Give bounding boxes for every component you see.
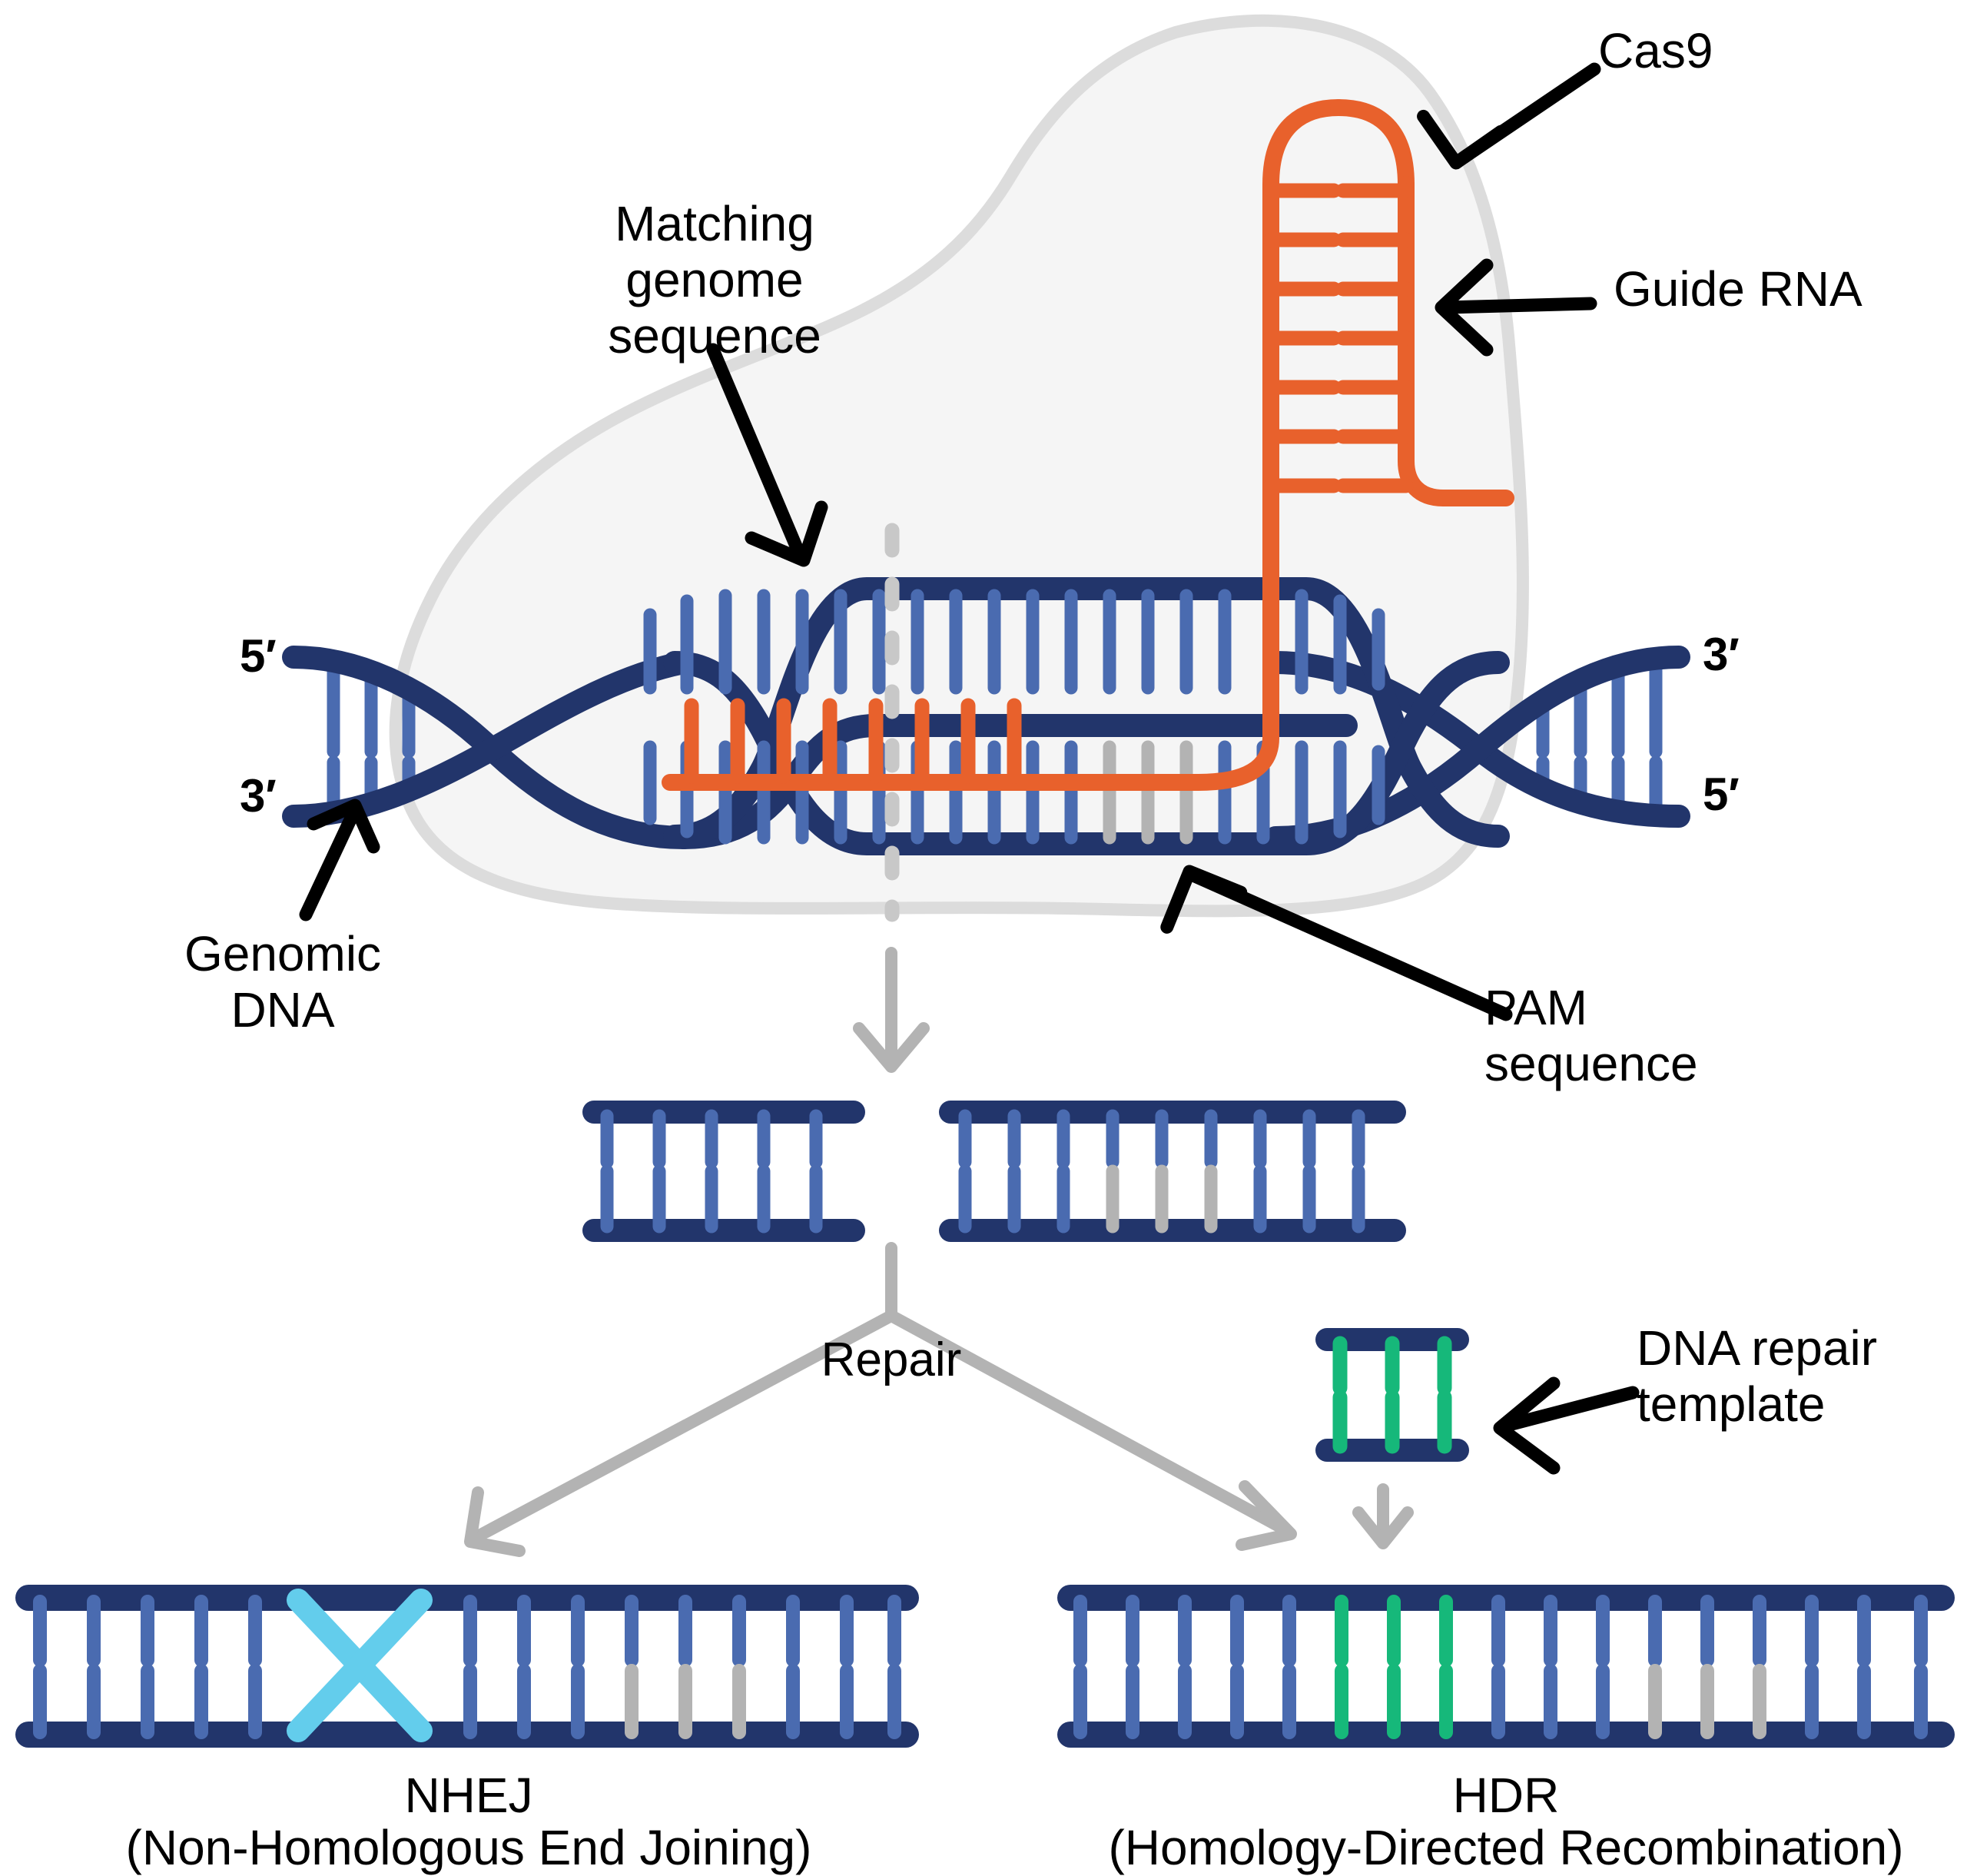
label-genomic-dna: Genomic DNA bbox=[184, 926, 382, 1038]
label-matching-genome-sequence: Matching genome sequence bbox=[608, 196, 821, 364]
flow-arrow-to-cleavage bbox=[853, 947, 930, 1073]
hdr-subtitle: (Homology-Directed Recombination) bbox=[1108, 1820, 1904, 1875]
label-pam-sequence: PAM sequence bbox=[1484, 980, 1698, 1091]
cas9-arrow bbox=[1417, 62, 1601, 170]
dna-repair-template-arrow bbox=[1493, 1376, 1640, 1475]
genomic-dna-arrow bbox=[299, 799, 380, 921]
label-dna-repair-template: DNA repair template bbox=[1637, 1320, 1877, 1432]
label-repair: Repair bbox=[821, 1333, 962, 1386]
annotation-arrows bbox=[299, 62, 1640, 1475]
cas9-protein-blob bbox=[389, 14, 1529, 918]
label-cas9: Cas9 bbox=[1598, 23, 1713, 78]
hdr-title: HDR bbox=[1452, 1768, 1560, 1823]
flow-arrows bbox=[464, 947, 1414, 1557]
flow-arrow-template-down bbox=[1352, 1483, 1414, 1549]
dna-repair-template bbox=[1315, 1328, 1469, 1462]
nhej-subtitle: (Non-Homologous End Joining) bbox=[125, 1820, 812, 1875]
guide-rna-arrow bbox=[1435, 258, 1597, 357]
hdr-dna-strand bbox=[1057, 1585, 1955, 1748]
cleaved-fragment-left bbox=[582, 1101, 865, 1242]
label-five-prime-left: 5′ bbox=[240, 630, 277, 682]
flow-arrow-to-nhej bbox=[464, 1310, 897, 1557]
label-three-prime-right: 3′ bbox=[1703, 629, 1740, 680]
hdr-inserted-template-rungs bbox=[1335, 1595, 1453, 1739]
pam-sequence-arrow bbox=[1160, 865, 1513, 1021]
label-guide-rna: Guide RNA bbox=[1614, 261, 1863, 317]
nhej-dna-strand bbox=[15, 1585, 919, 1748]
label-five-prime-right: 5′ bbox=[1703, 769, 1740, 820]
matching-genome-sequence-arrow bbox=[706, 343, 828, 567]
guide-rna bbox=[662, 99, 1514, 791]
nhej-mutation-x-marker bbox=[287, 1589, 433, 1742]
cleaved-fragment-right bbox=[939, 1101, 1406, 1242]
bubble-top-rungs bbox=[643, 589, 1385, 695]
label-three-prime-left: 3′ bbox=[240, 770, 277, 822]
pam-sequence-rungs bbox=[1103, 740, 1193, 845]
flow-arrow-to-hdr bbox=[885, 1310, 1297, 1551]
nhej-title: NHEJ bbox=[404, 1768, 533, 1823]
bubble-bottom-rungs bbox=[643, 740, 1078, 845]
